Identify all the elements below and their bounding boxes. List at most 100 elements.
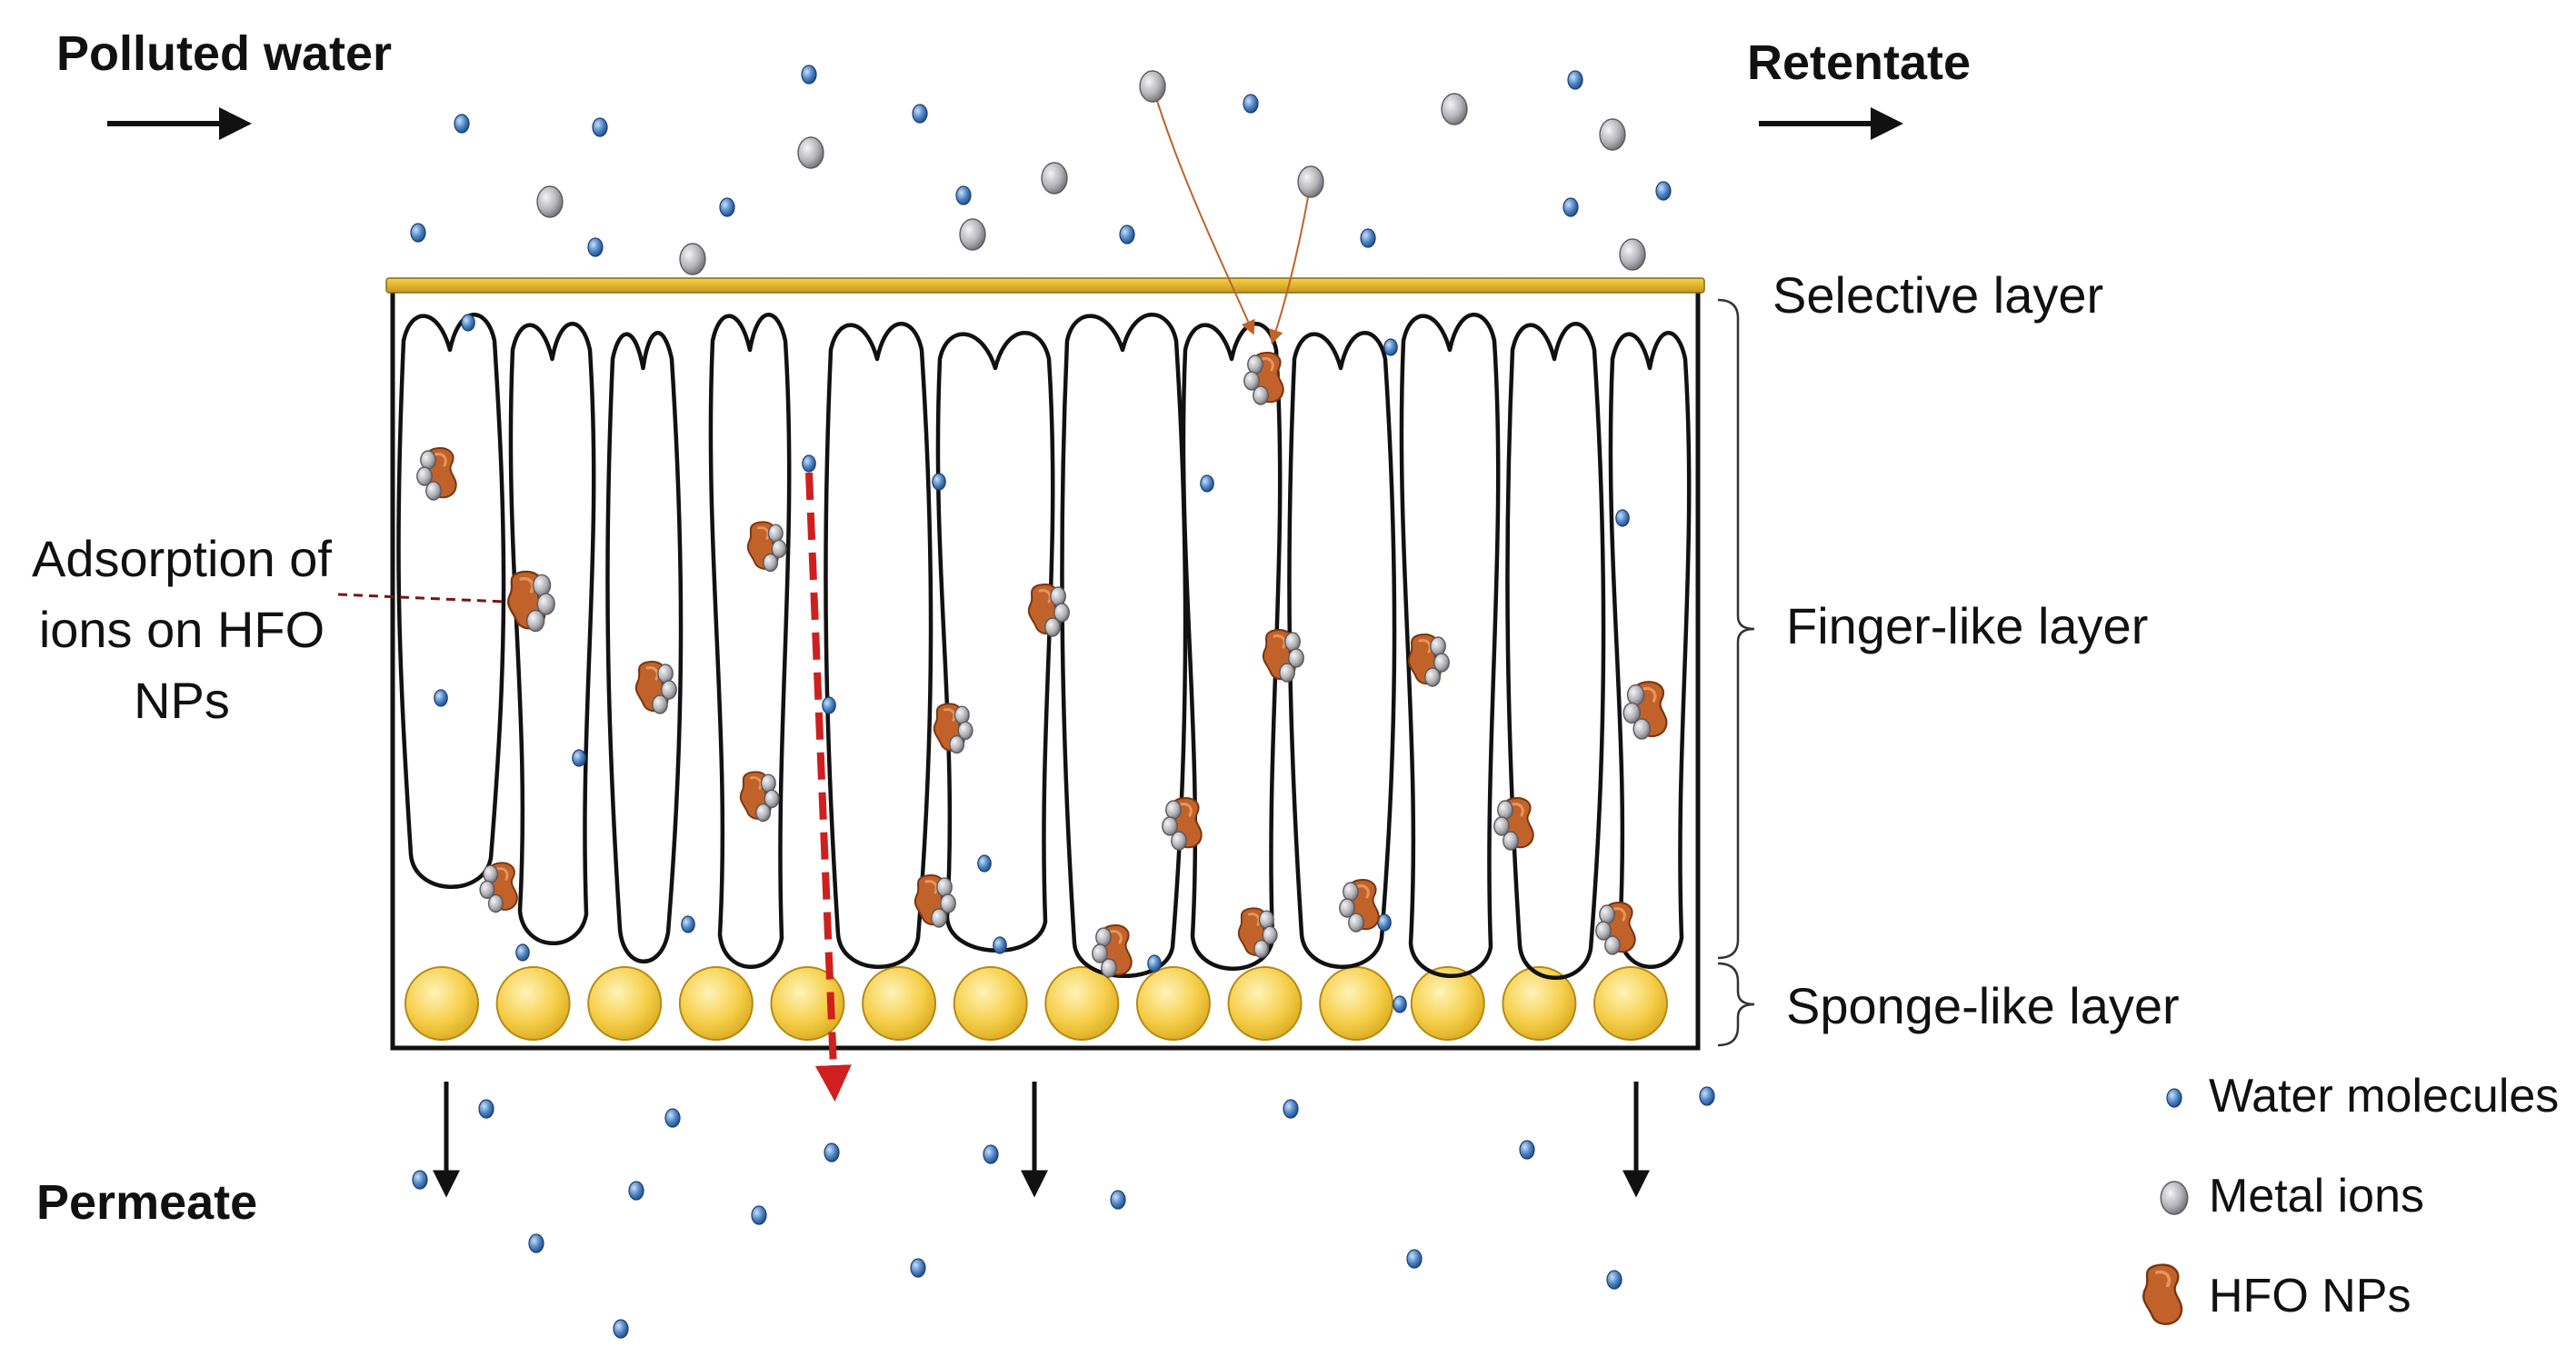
hfo-np-highlight [756, 526, 770, 540]
hfo-np-highlight [2154, 1270, 2172, 1288]
water-molecule-icon [751, 1205, 767, 1225]
adsorbed-metal-ion [661, 680, 677, 700]
adsorbed-metal-ion [1258, 910, 1274, 929]
sponge-particle [1593, 966, 1668, 1041]
adsorption-pointer-line [337, 593, 505, 604]
adsorption-label: Adsorption of ions on HFO NPs [18, 524, 345, 736]
adsorbed-metal-ion [657, 664, 674, 684]
water-molecule-icon [664, 1108, 681, 1128]
water-molecule-icon [1406, 1249, 1423, 1269]
adsorbed-metal-ion [1493, 816, 1510, 836]
metal-ion-icon [1297, 165, 1324, 198]
legend-metal-ion-icon [2160, 1181, 2189, 1215]
adsorbed-metal-ion [420, 450, 436, 470]
adsorbed-metal-ion [1279, 663, 1295, 683]
water-molecule-icon [824, 1142, 840, 1162]
adsorbed-metal-ion [1050, 586, 1066, 606]
adsorbed-metal-ion [931, 908, 947, 928]
adsorbed-metal-ion [1243, 371, 1260, 391]
sponge-particle [862, 966, 937, 1041]
water-molecule-icon [1377, 913, 1392, 932]
metal-ion-icon [536, 185, 564, 218]
adsorbed-metal-ion [1430, 636, 1446, 656]
adsorbed-metal-ion [760, 773, 776, 793]
ion-trajectory-arrow-icon [1269, 181, 1312, 344]
hfo-np-highlight [1418, 639, 1432, 654]
sponge-particle [953, 966, 1028, 1041]
metal-ion-icon [679, 243, 706, 275]
sponge-particle [587, 966, 663, 1041]
hfo-np-shape [2142, 1263, 2183, 1325]
adsorbed-metal-ion [1171, 831, 1187, 851]
adsorbed-metal-ion [767, 524, 784, 543]
water-molecule-icon [1360, 228, 1376, 248]
water-molecule-icon [1147, 954, 1162, 973]
sponge-particle [1410, 966, 1485, 1041]
adsorbed-metal-ion [936, 877, 953, 897]
hfo-np-highlight [1179, 803, 1193, 817]
sponge-particle [678, 966, 754, 1041]
adsorbed-metal-ion [1595, 921, 1612, 941]
hfo-np-highlight [1109, 930, 1123, 944]
finger-macrovoid [508, 322, 596, 945]
adsorbed-metal-ion [954, 705, 970, 724]
sponge-particle [1135, 966, 1211, 1041]
hfo-np-highlight [1273, 634, 1286, 649]
adsorbed-metal-ion [1343, 882, 1359, 902]
water-molecule-icon [434, 689, 448, 707]
water-molecule-icon [719, 197, 735, 217]
water-molecule-icon [1393, 995, 1407, 1013]
adsorbed-metal-ion [652, 694, 668, 714]
water-molecule-icon [681, 915, 695, 933]
water-molecule-icon [910, 1258, 926, 1278]
finger-macrovoid [935, 331, 1055, 953]
selective-layer-label: Selective layer [1772, 266, 2104, 324]
adsorbed-metal-ion [1339, 898, 1355, 918]
adsorbed-metal-ion [771, 539, 787, 558]
water-molecule-icon [587, 237, 604, 257]
water-molecule-icon [1563, 197, 1579, 217]
adsorbed-metal-ion [957, 721, 973, 740]
legend-water-label: Water molecules [2209, 1070, 2560, 1123]
finger-macrovoid [1399, 313, 1501, 978]
metal-ion-icon [797, 136, 824, 169]
hfo-np-highlight [1511, 803, 1524, 817]
water-molecule-icon [412, 1170, 428, 1190]
water-molecule-icon [1567, 70, 1583, 90]
water-molecule-icon [515, 943, 530, 962]
water-molecule-icon [801, 65, 817, 85]
water-molecule-icon [977, 854, 992, 873]
finger-layer-brace-icon [1717, 298, 1755, 960]
adsorbed-metal-ion [1053, 603, 1070, 623]
adsorbed-metal-ion [1599, 904, 1615, 924]
water-molecule-icon [912, 104, 928, 124]
hfo-np-highlight [943, 708, 956, 722]
water-molecule-icon [932, 473, 946, 491]
water-molecule-icon [1615, 509, 1630, 527]
adsorbed-metal-ion [1095, 927, 1112, 947]
metal-ion-icon [1619, 238, 1646, 271]
water-molecule-icon [528, 1233, 544, 1253]
water-molecule-icon [1519, 1140, 1535, 1160]
finger-macrovoid [396, 313, 506, 889]
water-molecule-icon [613, 1319, 629, 1339]
water-molecule-icon [1655, 181, 1672, 201]
adsorption-label-line-3: NPs [134, 672, 230, 729]
adsorbed-metal-ion [1348, 913, 1364, 933]
adsorbed-metal-ion [755, 803, 772, 823]
water-molecule-icon [1383, 338, 1398, 356]
adsorbed-metal-ion [483, 864, 499, 883]
sponge-like-layer-label: Sponge-like layer [1786, 977, 2180, 1034]
metal-ion-icon [1041, 162, 1068, 195]
legend-water-molecule-icon [2166, 1088, 2182, 1108]
adsorbed-metal-ion [1165, 800, 1182, 820]
adsorbed-metal-ion [532, 574, 552, 597]
adsorbed-metal-ion [1626, 684, 1645, 706]
adsorbed-metal-ion [1503, 831, 1519, 851]
sponge-particle [1044, 966, 1120, 1041]
water-molecule-icon [478, 1099, 494, 1119]
adsorbed-metal-ion [763, 553, 779, 573]
hfo-np-highlight [1612, 907, 1626, 922]
legend-metal-label: Metal ions [2209, 1170, 2424, 1222]
water-flow-path-arrow-icon [805, 472, 852, 1102]
